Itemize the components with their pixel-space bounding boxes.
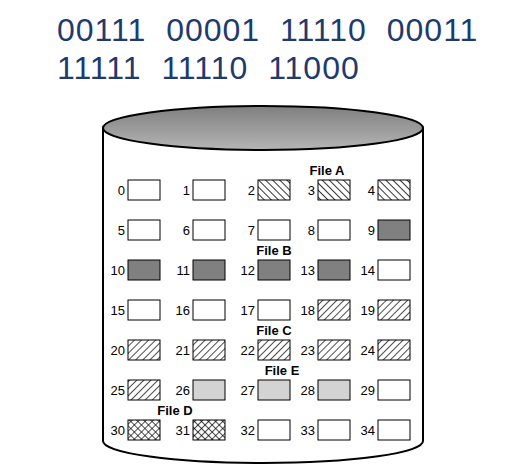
file-label: File A xyxy=(310,164,345,177)
block-number: 16 xyxy=(176,304,190,317)
block-number: 6 xyxy=(183,224,190,237)
disk-block xyxy=(128,260,160,280)
disk-block xyxy=(258,260,290,280)
disk-block xyxy=(128,220,160,240)
disk-block xyxy=(378,380,410,400)
disk-block xyxy=(258,300,290,320)
block-number: 0 xyxy=(118,184,125,197)
disk-block xyxy=(378,420,410,440)
block-number: 8 xyxy=(308,224,315,237)
block-number: 33 xyxy=(301,424,315,437)
file-label: File B xyxy=(256,244,291,257)
disk-block xyxy=(318,260,350,280)
block-number: 2 xyxy=(248,184,255,197)
block-number: 10 xyxy=(111,264,125,277)
block-number: 34 xyxy=(361,424,375,437)
disk-block xyxy=(318,420,350,440)
block-number: 31 xyxy=(176,424,190,437)
cylinder-top xyxy=(103,106,423,150)
disk-block xyxy=(258,380,290,400)
block-number: 23 xyxy=(301,344,315,357)
disk-block xyxy=(128,340,160,360)
disk-block xyxy=(193,180,225,200)
disk-block xyxy=(318,300,350,320)
disk-block xyxy=(318,380,350,400)
block-number: 14 xyxy=(361,264,375,277)
disk-block xyxy=(378,260,410,280)
disk-block xyxy=(378,180,410,200)
block-number: 15 xyxy=(111,304,125,317)
block-number: 22 xyxy=(241,344,255,357)
file-label: File E xyxy=(265,364,300,377)
block-number: 13 xyxy=(301,264,315,277)
disk-block xyxy=(318,180,350,200)
disk-block xyxy=(128,180,160,200)
block-number: 7 xyxy=(248,224,255,237)
disk-block xyxy=(193,260,225,280)
block-number: 5 xyxy=(118,224,125,237)
block-number: 24 xyxy=(361,344,375,357)
file-label: File D xyxy=(157,404,192,417)
block-number: 1 xyxy=(183,184,190,197)
block-number: 20 xyxy=(111,344,125,357)
disk-block xyxy=(258,340,290,360)
block-number: 25 xyxy=(111,384,125,397)
block-number: 29 xyxy=(361,384,375,397)
disk-block xyxy=(193,300,225,320)
block-number: 12 xyxy=(241,264,255,277)
block-number: 18 xyxy=(301,304,315,317)
bitmap-row: 00111 00001 11110 00011 xyxy=(57,14,478,46)
file-label: File C xyxy=(256,324,291,337)
disk-blocks xyxy=(128,180,410,440)
disk-block xyxy=(193,420,225,440)
disk-block xyxy=(128,420,160,440)
block-number: 30 xyxy=(111,424,125,437)
block-number: 4 xyxy=(368,184,375,197)
block-number: 27 xyxy=(241,384,255,397)
block-number: 9 xyxy=(368,224,375,237)
disk-block xyxy=(193,380,225,400)
block-number: 32 xyxy=(241,424,255,437)
disk-block xyxy=(128,380,160,400)
block-number: 3 xyxy=(308,184,315,197)
disk-block xyxy=(318,220,350,240)
block-number: 28 xyxy=(301,384,315,397)
disk-block xyxy=(193,220,225,240)
disk-block xyxy=(258,180,290,200)
block-number: 11 xyxy=(177,264,191,277)
disk-block xyxy=(378,340,410,360)
disk-block xyxy=(128,300,160,320)
disk-block xyxy=(378,220,410,240)
bitmap-row: 11111 11110 11000 xyxy=(57,52,360,84)
block-number: 26 xyxy=(176,384,190,397)
cylinder-body xyxy=(103,128,423,463)
block-number: 21 xyxy=(176,344,190,357)
disk-block xyxy=(193,340,225,360)
disk-block xyxy=(378,300,410,320)
disk-block xyxy=(258,220,290,240)
disk-block xyxy=(258,420,290,440)
disk-block xyxy=(318,340,350,360)
block-number: 17 xyxy=(241,304,255,317)
block-number: 19 xyxy=(361,304,375,317)
